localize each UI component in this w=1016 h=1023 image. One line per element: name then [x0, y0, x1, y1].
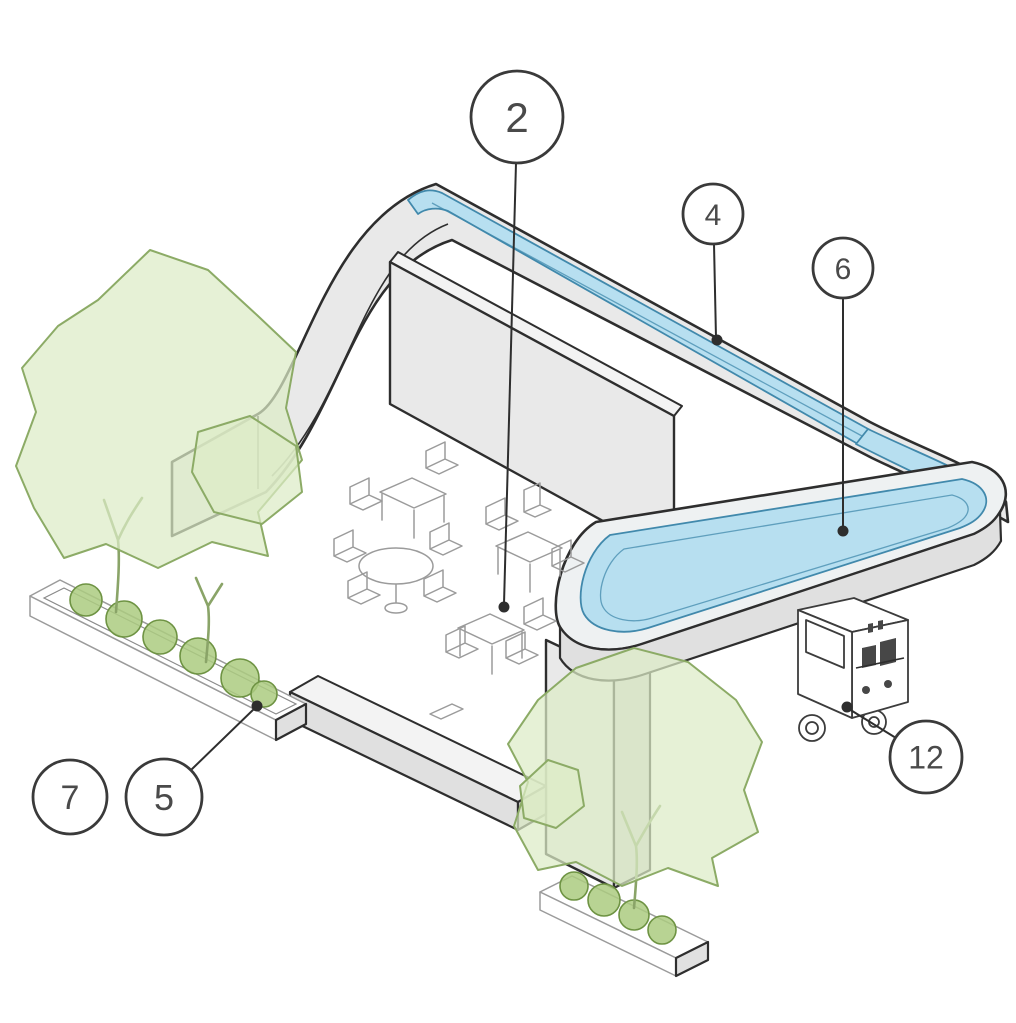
table-top: [379, 477, 447, 509]
chair: [333, 529, 367, 563]
shrub: [69, 583, 103, 617]
shrub: [559, 871, 589, 901]
roof-vent: [878, 620, 883, 630]
callout-bubble: [888, 719, 964, 795]
table-round: [358, 547, 434, 614]
callout-4: 4: [681, 182, 745, 346]
leader-line: [503, 162, 517, 605]
table-legs: [381, 493, 445, 539]
pool: [554, 460, 1008, 682]
pool-waterline: [599, 494, 969, 622]
planter-end-face: [274, 702, 308, 742]
tree-canopy: [507, 647, 763, 887]
shrub: [105, 600, 143, 638]
callout-6: 6: [811, 236, 875, 537]
chair: [445, 625, 479, 659]
chair: [523, 597, 557, 631]
shrub: [220, 658, 260, 698]
tree-canopy-sub: [519, 759, 585, 829]
callout-bubble: [811, 236, 875, 300]
leader-line: [848, 708, 897, 739]
callout-bubble: [681, 182, 745, 246]
table-base: [384, 602, 408, 614]
floor-mat: [429, 703, 464, 720]
pool-front-face: [558, 510, 1003, 682]
chair: [423, 569, 457, 603]
chair: [429, 522, 463, 556]
callout-12: 12: [841, 701, 964, 795]
callout-number: 7: [61, 779, 80, 817]
leader-dot: [711, 334, 723, 346]
callout-bubble: [124, 757, 204, 837]
chair: [551, 539, 585, 573]
leader-dot: [498, 601, 510, 613]
espresso-machine: [880, 638, 896, 666]
leader-dot: [841, 701, 853, 713]
cart-wheel-hub: [805, 721, 819, 735]
leader-line: [713, 243, 717, 339]
center-tree: [507, 647, 763, 910]
courtyard-furniture: [333, 441, 585, 720]
callout-bubble: [31, 758, 109, 836]
table-top: [495, 531, 563, 563]
tree-canopy-sub: [191, 415, 303, 525]
curve-inner-line: [271, 223, 449, 477]
table-top: [358, 547, 434, 585]
chair: [349, 477, 383, 511]
bench-wall: [288, 675, 548, 832]
counter-line: [855, 657, 905, 669]
center-planter: [539, 871, 710, 978]
tree-trunk: [194, 576, 224, 664]
shrub: [587, 883, 621, 917]
table-top: [457, 613, 525, 645]
callout-number: 4: [705, 199, 722, 232]
shrub: [250, 680, 278, 708]
chair: [485, 497, 519, 531]
chair: [505, 631, 539, 665]
shrub: [142, 619, 178, 655]
callout-number: 2: [505, 94, 528, 141]
shrub: [647, 915, 677, 945]
callout-bubble: [469, 69, 565, 165]
table-square-lower: [457, 613, 525, 675]
table-square-upper: [379, 477, 447, 539]
chair: [347, 571, 381, 605]
planter-end-face: [674, 940, 710, 978]
leader-dot: [251, 700, 263, 712]
left-planter: [29, 579, 308, 742]
machine-knob: [884, 680, 892, 688]
chair: [425, 441, 459, 475]
callouts: 2 4 6 5 7 12: [31, 69, 964, 837]
espresso-machine: [862, 645, 876, 668]
shrub: [179, 637, 217, 675]
water-channel-line: [431, 202, 863, 437]
callout-number: 6: [835, 253, 852, 286]
callout-number: 5: [154, 777, 174, 818]
curved-wall-band: [170, 182, 1010, 538]
machine-knob: [862, 686, 870, 694]
cart-window: [805, 619, 845, 669]
callout-5: 5: [124, 700, 263, 837]
tall-chair: [523, 482, 552, 518]
table-legs: [459, 629, 523, 675]
callout-2: 2: [469, 69, 565, 613]
roof-vent: [868, 623, 873, 633]
coffee-cart: [797, 597, 909, 742]
leader-dot: [837, 525, 849, 537]
callout-number: 12: [908, 740, 944, 776]
cart-service-side: [851, 619, 909, 719]
callout-7: 7: [31, 758, 109, 836]
leader-line: [190, 707, 256, 771]
planter-inner-rim: [42, 587, 298, 715]
pool-water-surface: [579, 478, 988, 633]
left-tree: [15, 249, 303, 664]
